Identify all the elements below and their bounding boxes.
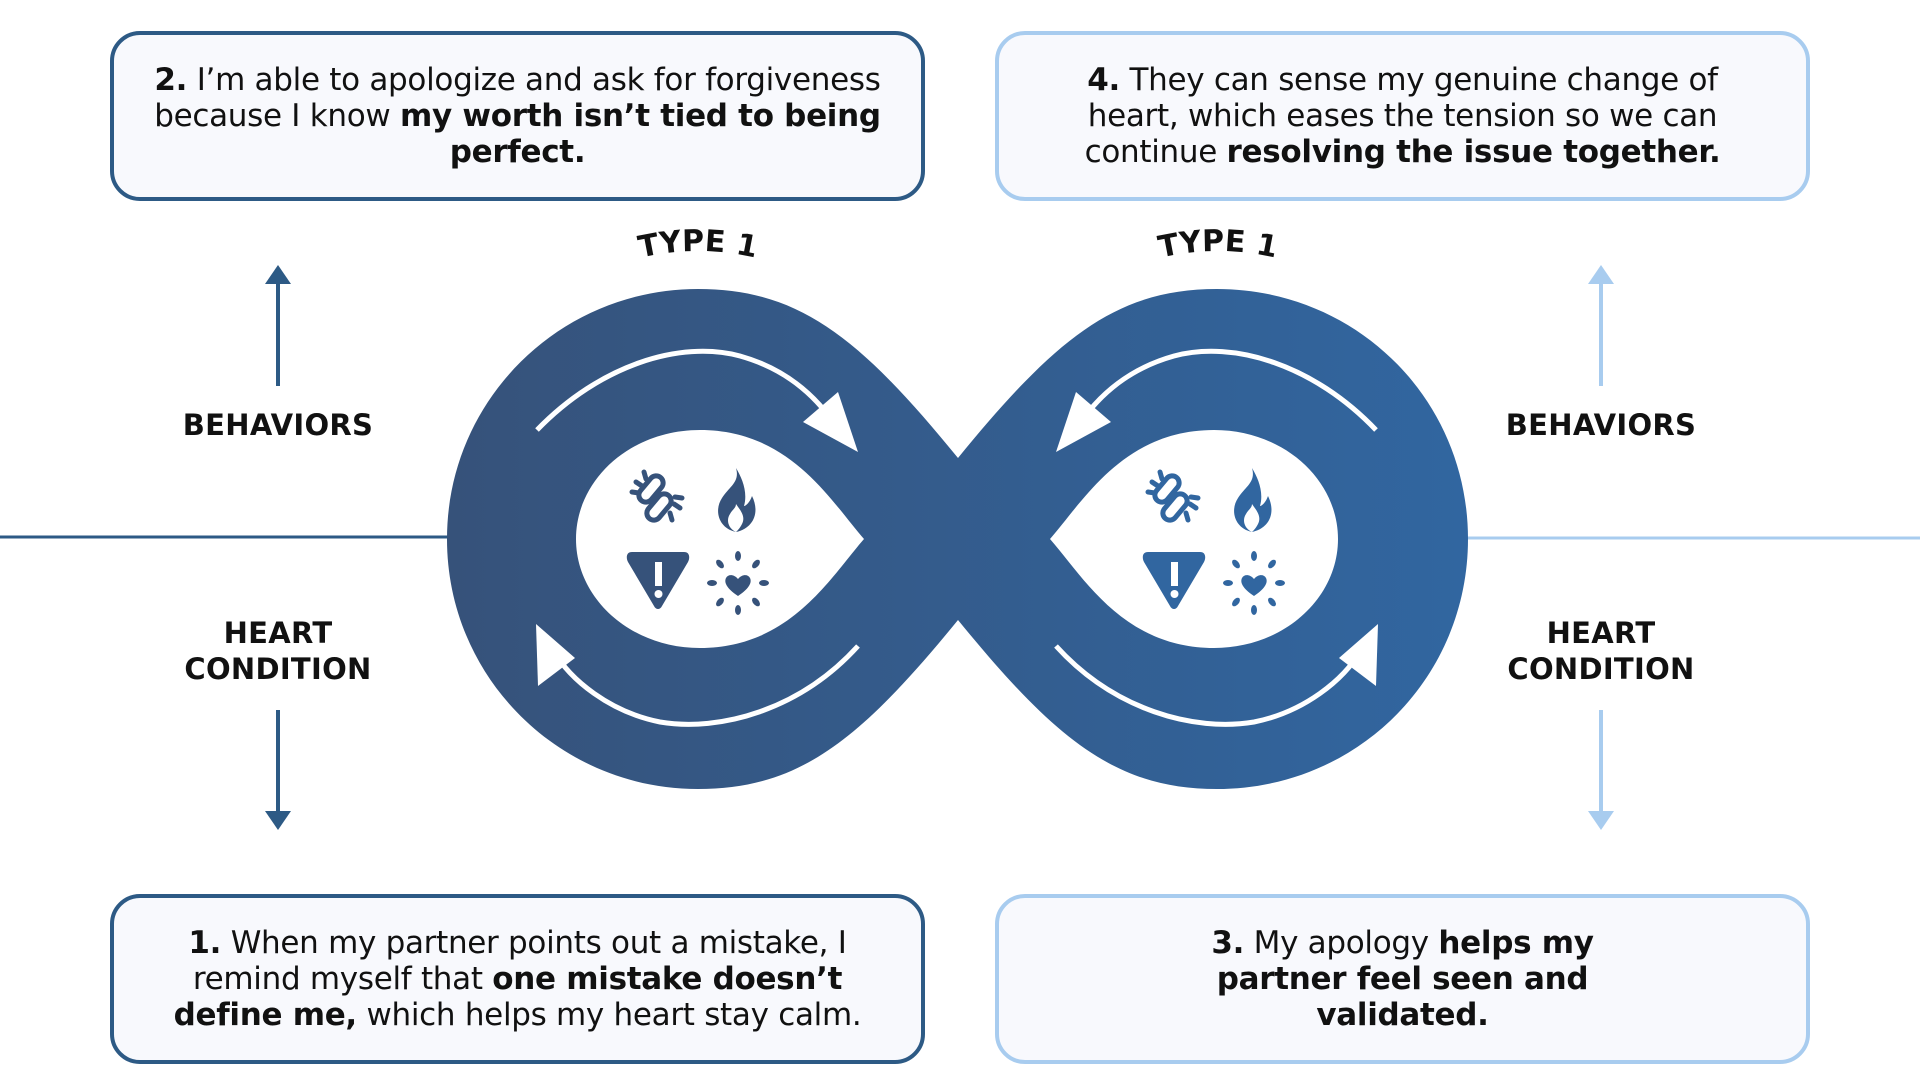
step-4-text: 4. They can sense my genuine change of h…	[1084, 62, 1721, 170]
step-1-text: 1. When my partner points out a mistake,…	[173, 925, 862, 1033]
right-heart-condition-label: HEART CONDITION	[1507, 616, 1695, 686]
left-top-arc-arrow	[535, 348, 843, 434]
right-inner-lens	[1050, 430, 1338, 648]
warning-icon	[626, 552, 690, 609]
left-behaviors-arrow	[265, 265, 291, 386]
warning-icon	[1142, 552, 1206, 609]
right-bottom-arrowhead	[1339, 624, 1378, 686]
left-loop-arrows	[535, 348, 860, 727]
left-icon-group	[626, 468, 769, 615]
right-heart-arrow	[1588, 710, 1614, 830]
left-heart-condition-label: HEART CONDITION	[184, 616, 372, 686]
broken-link-icon	[629, 469, 685, 523]
right-icon-group	[1142, 468, 1285, 615]
right-behaviors-label: BEHAVIORS	[1505, 408, 1697, 442]
type-label-right: TYPE 1	[1155, 224, 1280, 266]
left-behaviors-label: BEHAVIORS	[182, 408, 374, 442]
radiating-heart-icon	[1223, 551, 1285, 615]
step-2-box: 2. I’m able to apologize and ask for for…	[110, 31, 925, 201]
step-3-box: 3. My apology helps my partner feel seen…	[995, 894, 1810, 1064]
right-behaviors-arrow	[1588, 265, 1614, 386]
broken-link-icon	[1145, 469, 1201, 523]
left-top-arrowhead	[803, 392, 858, 452]
left-bottom-arc-arrow	[550, 644, 860, 727]
flame-icon	[718, 468, 756, 532]
radiating-heart-icon	[707, 551, 769, 615]
right-loop-arrows	[1054, 348, 1378, 727]
step-number: 2.	[154, 62, 188, 98]
step-4-box: 4. They can sense my genuine change of h…	[995, 31, 1810, 201]
left-bottom-arrowhead	[536, 624, 575, 686]
left-heart-arrow	[265, 710, 291, 830]
step-3-text: 3. My apology helps my partner feel seen…	[1211, 925, 1594, 1033]
right-bottom-arc-arrow	[1054, 644, 1364, 727]
right-top-arc-arrow	[1071, 348, 1378, 434]
step-number: 3.	[1211, 925, 1245, 961]
step-number: 1.	[188, 925, 222, 961]
type-label-left: TYPE 1	[635, 224, 760, 266]
infinity-loop	[447, 289, 1468, 789]
step-2-text: 2. I’m able to apologize and ask for for…	[154, 62, 881, 170]
step-number: 4.	[1087, 62, 1120, 98]
right-top-arrowhead	[1056, 392, 1111, 452]
flame-icon	[1234, 468, 1272, 532]
step-1-box: 1. When my partner points out a mistake,…	[110, 894, 925, 1064]
